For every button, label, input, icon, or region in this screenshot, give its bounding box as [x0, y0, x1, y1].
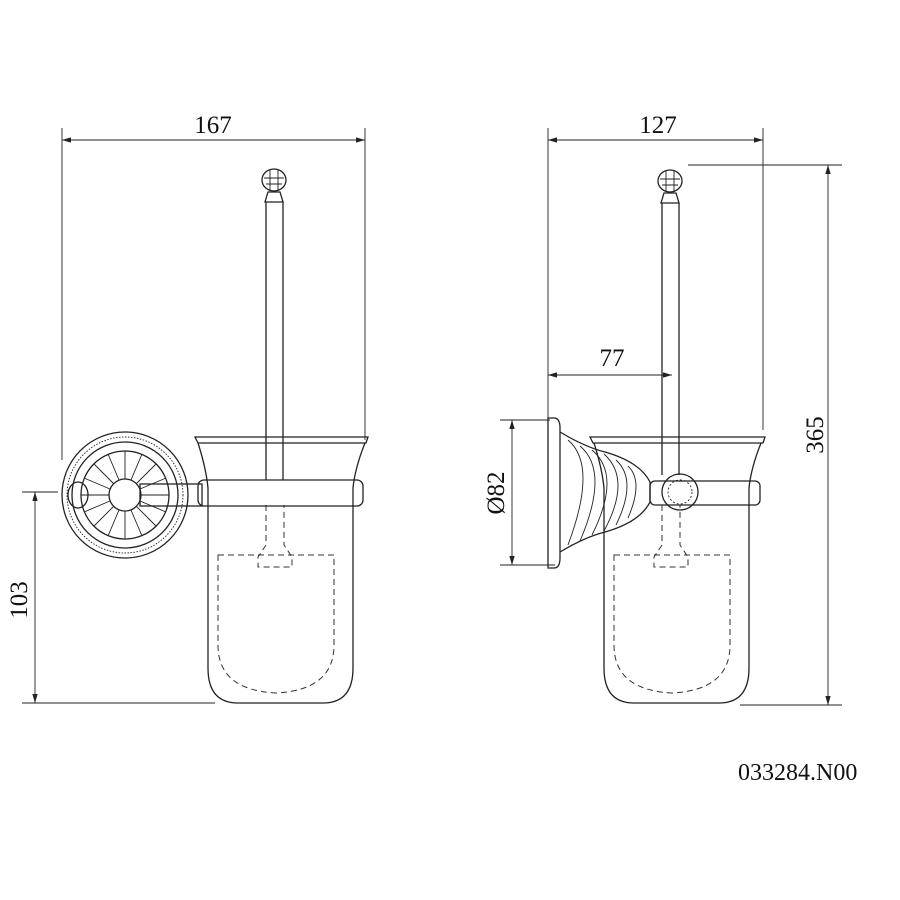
dimension-103: 103 — [6, 491, 215, 704]
dimension-label-167: 167 — [194, 112, 232, 139]
dimension-label-82: Ø82 — [483, 471, 510, 514]
side-view: 127 365 77 Ø82 — [483, 112, 842, 706]
wall-plate-side — [547, 417, 761, 569]
dimension-365: 365 — [688, 164, 842, 706]
front-view: 167 103 — [6, 112, 369, 704]
dimension-127: 127 — [547, 112, 764, 430]
dimension-label-77: 77 — [600, 345, 625, 372]
part-number: 033284.N00 — [738, 760, 858, 786]
brush-side — [653, 169, 689, 568]
dimension-167: 167 — [61, 112, 366, 460]
dimension-77: 77 — [548, 345, 672, 378]
cup-side — [588, 436, 766, 704]
brush-front — [257, 168, 293, 568]
dimension-label-365: 365 — [802, 416, 829, 454]
cup-front — [193, 436, 369, 704]
dimension-label-127: 127 — [639, 112, 677, 139]
dimension-label-103: 103 — [6, 581, 33, 619]
wall-rosette-front — [61, 431, 203, 559]
dimension-diameter-82: Ø82 — [483, 419, 555, 566]
